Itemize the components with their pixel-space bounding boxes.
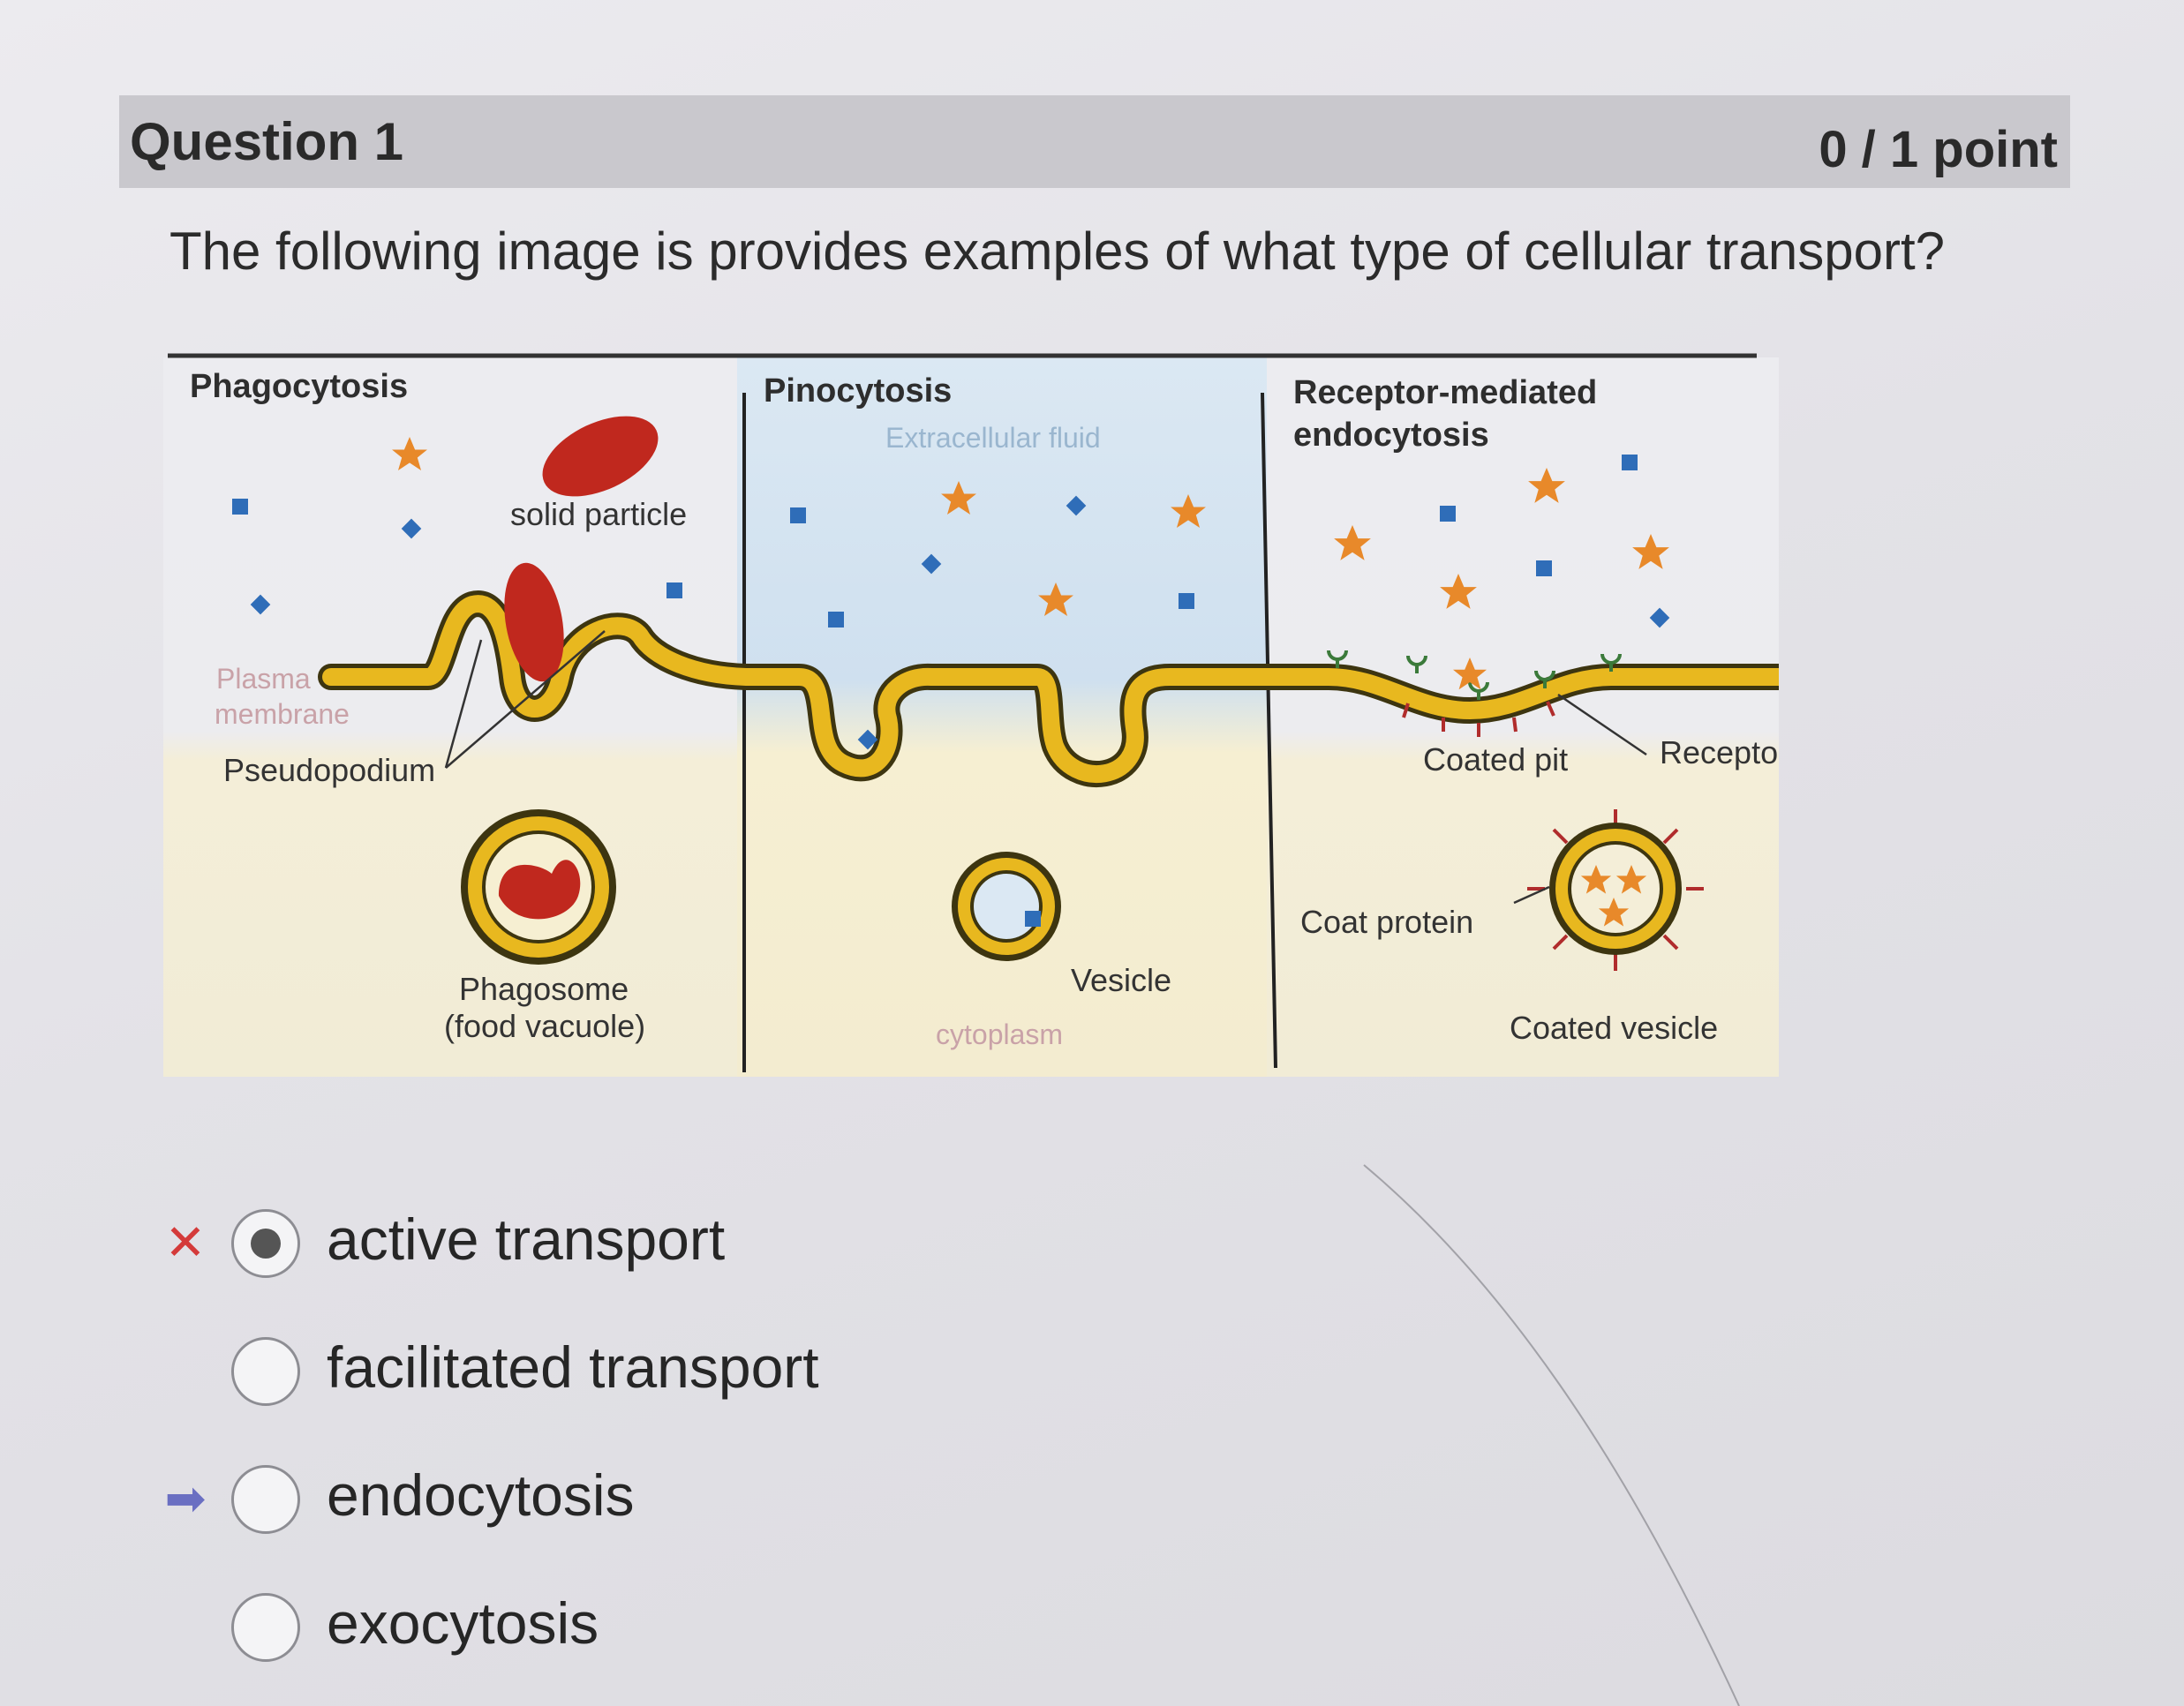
phagosome-particle-icon bbox=[499, 860, 581, 920]
solute-square-icon bbox=[1536, 560, 1552, 576]
coated-vesicle-label: Coated vesicle bbox=[1510, 1010, 1718, 1046]
receptor-icons bbox=[1327, 650, 1622, 700]
solid-particle-icon bbox=[542, 416, 659, 497]
radio-active-transport[interactable] bbox=[231, 1209, 300, 1278]
choice-label[interactable]: endocytosis bbox=[327, 1462, 635, 1528]
solute-square-icon bbox=[666, 582, 682, 598]
correct-answer-arrow-icon: ➡ bbox=[164, 1470, 207, 1526]
extracellular-fluid-label: Extracellular fluid bbox=[885, 422, 1101, 454]
plasma-membrane-label-line1: Plasma bbox=[216, 663, 311, 695]
pseudopodium-pointer bbox=[445, 630, 606, 769]
panel-divider-2 bbox=[1261, 392, 1277, 1069]
choice-label[interactable]: facilitated transport bbox=[327, 1334, 819, 1400]
phagocytosis-title: Phagocytosis bbox=[190, 368, 408, 405]
solute-square-icon bbox=[1622, 455, 1638, 470]
radio-facilitated-transport[interactable] bbox=[231, 1337, 300, 1406]
pseudopodium-pointer bbox=[444, 639, 483, 769]
solute-diamond-icon bbox=[1649, 607, 1670, 628]
receptor-panel-bg bbox=[1267, 357, 1779, 1077]
coat-protein-label: Coat protein bbox=[1300, 904, 1473, 940]
solute-square-icon bbox=[1440, 506, 1456, 522]
vesicle-solute-icon bbox=[1025, 911, 1041, 927]
phagosome-label-line1: Phagosome bbox=[459, 971, 629, 1007]
engulfed-particle-icon bbox=[504, 562, 564, 682]
choice-label[interactable]: active transport bbox=[327, 1206, 726, 1272]
question-points: 0 / 1 point bbox=[1819, 121, 2058, 178]
receptor-mediated-title-line2: endocytosis bbox=[1293, 417, 1489, 454]
question-title: Question 1 bbox=[130, 112, 404, 171]
question-prompt: The following image is provides examples… bbox=[169, 222, 1945, 281]
receptor-pointer bbox=[1557, 693, 1647, 756]
solute-square-icon bbox=[790, 507, 806, 523]
solute-square-icon bbox=[232, 499, 248, 515]
pseudopodium-label: Pseudopodium bbox=[223, 752, 435, 788]
vesicle-label: Vesicle bbox=[1071, 962, 1171, 998]
radio-endocytosis[interactable] bbox=[231, 1465, 300, 1534]
coat-protein-icons bbox=[1402, 701, 1555, 737]
receptor-label: Receptor bbox=[1660, 734, 1779, 770]
solute-square-icon bbox=[828, 612, 844, 628]
cytoplasm-label: cytoplasm bbox=[936, 1018, 1063, 1050]
question-header: Question 1 0 / 1 point bbox=[119, 95, 2070, 188]
plasma-membrane bbox=[318, 590, 1779, 787]
solute-square-icon bbox=[1179, 593, 1194, 609]
endocytosis-diagram: Phagocytosis solid particle Plasma membr… bbox=[163, 353, 1779, 1077]
coat-protein-pointer bbox=[1513, 885, 1550, 905]
choice-label[interactable]: exocytosis bbox=[327, 1590, 599, 1656]
solid-particle-label: solid particle bbox=[510, 496, 687, 532]
phagocytosis-panel-bg bbox=[163, 357, 737, 1077]
coated-pit-label: Coated pit bbox=[1423, 741, 1568, 778]
pinocytosis-title: Pinocytosis bbox=[764, 372, 952, 410]
solute-diamond-icon bbox=[857, 729, 878, 750]
radio-exocytosis[interactable] bbox=[231, 1593, 300, 1662]
endocytosis-figure: Phagocytosis solid particle Plasma membr… bbox=[163, 349, 1779, 1081]
plasma-membrane-label-line2: membrane bbox=[215, 698, 350, 730]
incorrect-x-icon: ✕ bbox=[164, 1214, 207, 1270]
phagosome-label-line2: (food vacuole) bbox=[444, 1008, 645, 1044]
coated-vesicle-icon bbox=[1527, 809, 1704, 971]
receptor-mediated-title-line1: Receptor-mediated bbox=[1293, 374, 1597, 411]
